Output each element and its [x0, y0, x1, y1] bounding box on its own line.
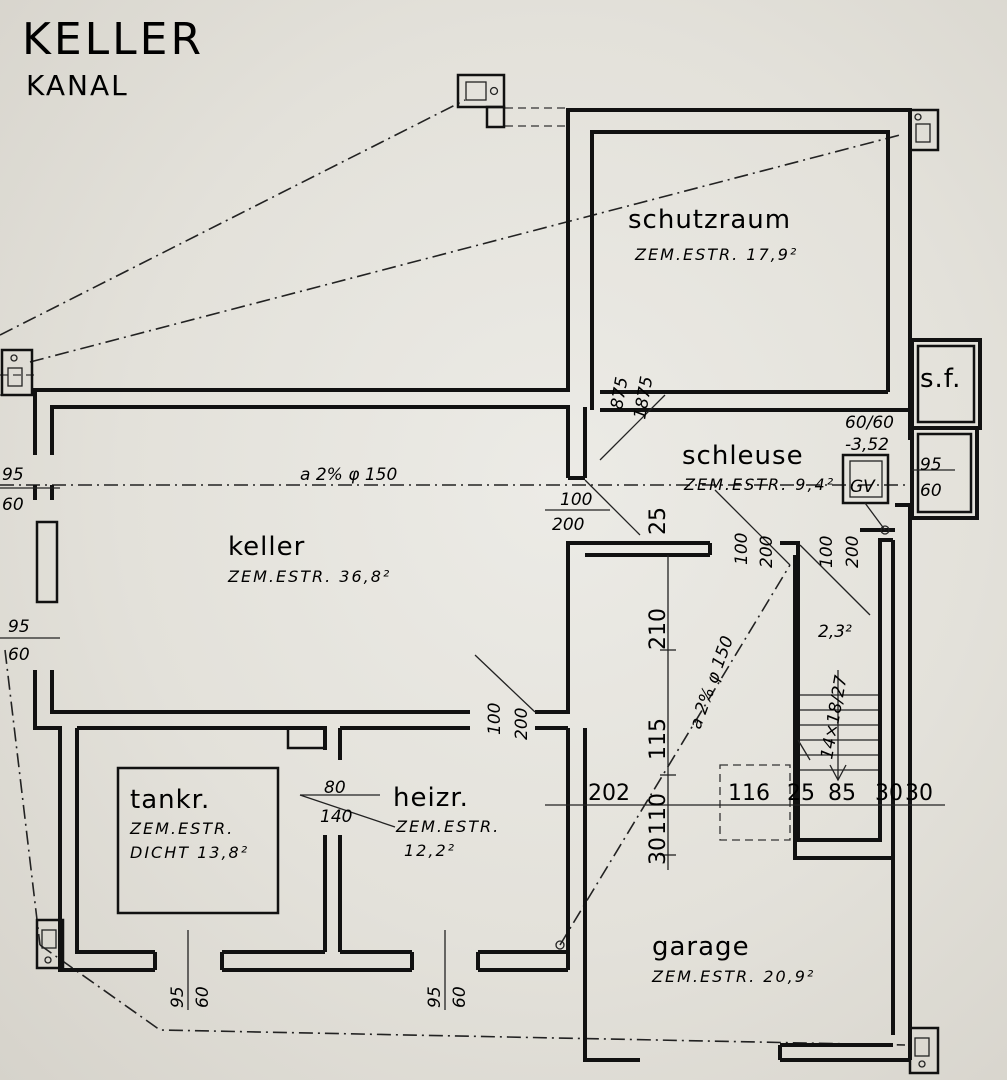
plan-title: KELLER	[22, 14, 204, 65]
svg-text:30: 30	[646, 837, 671, 865]
svg-text:85: 85	[828, 781, 856, 806]
room-schleuse: schleuse ZEM.ESTR. 9,4²	[682, 441, 835, 494]
svg-text:116: 116	[728, 781, 770, 806]
pipe-node	[555, 940, 565, 950]
door-heiz-dims: 100 200	[485, 703, 532, 740]
svg-text:60: 60	[920, 481, 942, 501]
room-garage: garage ZEM.ESTR. 20,9²	[651, 932, 815, 986]
room-spec: ZEM.ESTR. 17,9²	[634, 245, 798, 264]
svg-text:60/60: 60/60	[845, 413, 894, 433]
dimension-lines	[0, 469, 955, 1010]
manhole-right-top	[908, 108, 940, 152]
door-tank-dims: 80 140	[320, 778, 352, 827]
room-heizr: heizr. ZEM.ESTR. 12,2²	[393, 783, 500, 860]
svg-text:875: 875	[607, 375, 632, 410]
opening-right: 95 60	[920, 455, 942, 501]
svg-text:30: 30	[905, 781, 933, 806]
svg-text:100: 100	[817, 536, 837, 568]
drain-lines	[0, 99, 906, 1046]
svg-text:140: 140	[320, 807, 352, 827]
door-schutzraum-dims: 875 1875	[607, 375, 657, 421]
gv-label: GV	[850, 477, 876, 497]
room-name: heizr.	[393, 783, 469, 813]
room-spec: ZEM.ESTR. 9,4²	[683, 475, 835, 494]
dimension-values: 25 210 115 202 110 30 116 25 85 30 30	[588, 507, 933, 865]
room-spec-2: 12,2²	[404, 841, 456, 860]
opening-bottom-tank: 95 60	[168, 986, 213, 1008]
walls	[33, 108, 912, 1062]
sf-level-dims: 60/60 -3,52	[845, 413, 894, 455]
svg-text:200: 200	[843, 536, 863, 568]
shaft-boxes	[910, 338, 982, 520]
svg-text:25: 25	[787, 781, 815, 806]
svg-text:115: 115	[646, 718, 671, 760]
manhole-top	[456, 73, 506, 129]
room-schutzraum: schutzraum ZEM.ESTR. 17,9²	[628, 205, 798, 264]
svg-text:95: 95	[168, 986, 188, 1008]
svg-text:95: 95	[8, 617, 30, 637]
svg-text:100: 100	[560, 490, 592, 510]
room-name: schleuse	[682, 441, 804, 471]
svg-text:202: 202	[588, 781, 630, 806]
room-name: keller	[228, 532, 305, 562]
room-name: tankr.	[130, 785, 210, 815]
room-keller: keller ZEM.ESTR. 36,8²	[227, 532, 391, 586]
room-tankr: tankr. ZEM.ESTR. DICHT 13,8²	[129, 785, 249, 862]
pipe-label: a 2% φ 150	[300, 465, 397, 485]
stair-label: 14×18/27	[817, 674, 851, 761]
stair-area: 2,3²	[818, 622, 852, 642]
svg-text:60: 60	[8, 645, 30, 665]
pipe-label-diagonal: a 2% φ 150	[686, 633, 738, 731]
stair-treads	[797, 670, 878, 782]
svg-text:110: 110	[646, 793, 671, 835]
opening-bottom-heiz: 95 60	[425, 986, 470, 1008]
room-spec-2: DICHT 13,8²	[130, 843, 249, 862]
gv-box: GV	[841, 453, 890, 535]
room-sf: s.f.	[920, 364, 961, 394]
svg-text:200: 200	[552, 515, 584, 535]
svg-text:60: 60	[450, 986, 470, 1008]
svg-text:60: 60	[2, 495, 24, 515]
room-spec: ZEM.ESTR. 20,9²	[651, 967, 815, 986]
svg-text:30: 30	[875, 781, 903, 806]
svg-text:60: 60	[193, 986, 213, 1008]
door-keller-dims: 100 200	[552, 490, 592, 535]
room-spec-1: ZEM.ESTR.	[129, 819, 234, 838]
svg-text:1875: 1875	[630, 375, 657, 421]
opening-left-mid: 95 60	[8, 617, 30, 665]
svg-text:200: 200	[512, 708, 532, 740]
manhole-bottom-left	[35, 918, 65, 970]
svg-text:-3,52: -3,52	[845, 435, 889, 455]
room-name: schutzraum	[628, 205, 791, 235]
tank-box	[116, 766, 280, 915]
door-schleuse1-dims: 100 200	[732, 533, 777, 568]
svg-text:200: 200	[757, 536, 777, 568]
svg-text:80: 80	[324, 778, 346, 798]
svg-text:95: 95	[425, 986, 445, 1008]
plan-subtitle: KANAL	[26, 69, 129, 102]
opening-left-top: 95 60	[2, 465, 24, 515]
svg-text:25: 25	[646, 507, 671, 535]
room-spec-1: ZEM.ESTR.	[395, 817, 500, 836]
door-swings	[299, 394, 871, 828]
room-name: garage	[652, 932, 750, 962]
svg-text:100: 100	[732, 533, 752, 565]
svg-text:100: 100	[485, 703, 505, 735]
svg-text:95: 95	[2, 465, 24, 485]
svg-text:95: 95	[920, 455, 942, 475]
door-schleuse2-dims: 100 200	[817, 536, 863, 568]
svg-text:210: 210	[646, 608, 671, 650]
manhole-left	[0, 348, 34, 397]
manhole-bottom-right	[908, 1026, 940, 1075]
room-spec: ZEM.ESTR. 36,8²	[227, 567, 391, 586]
